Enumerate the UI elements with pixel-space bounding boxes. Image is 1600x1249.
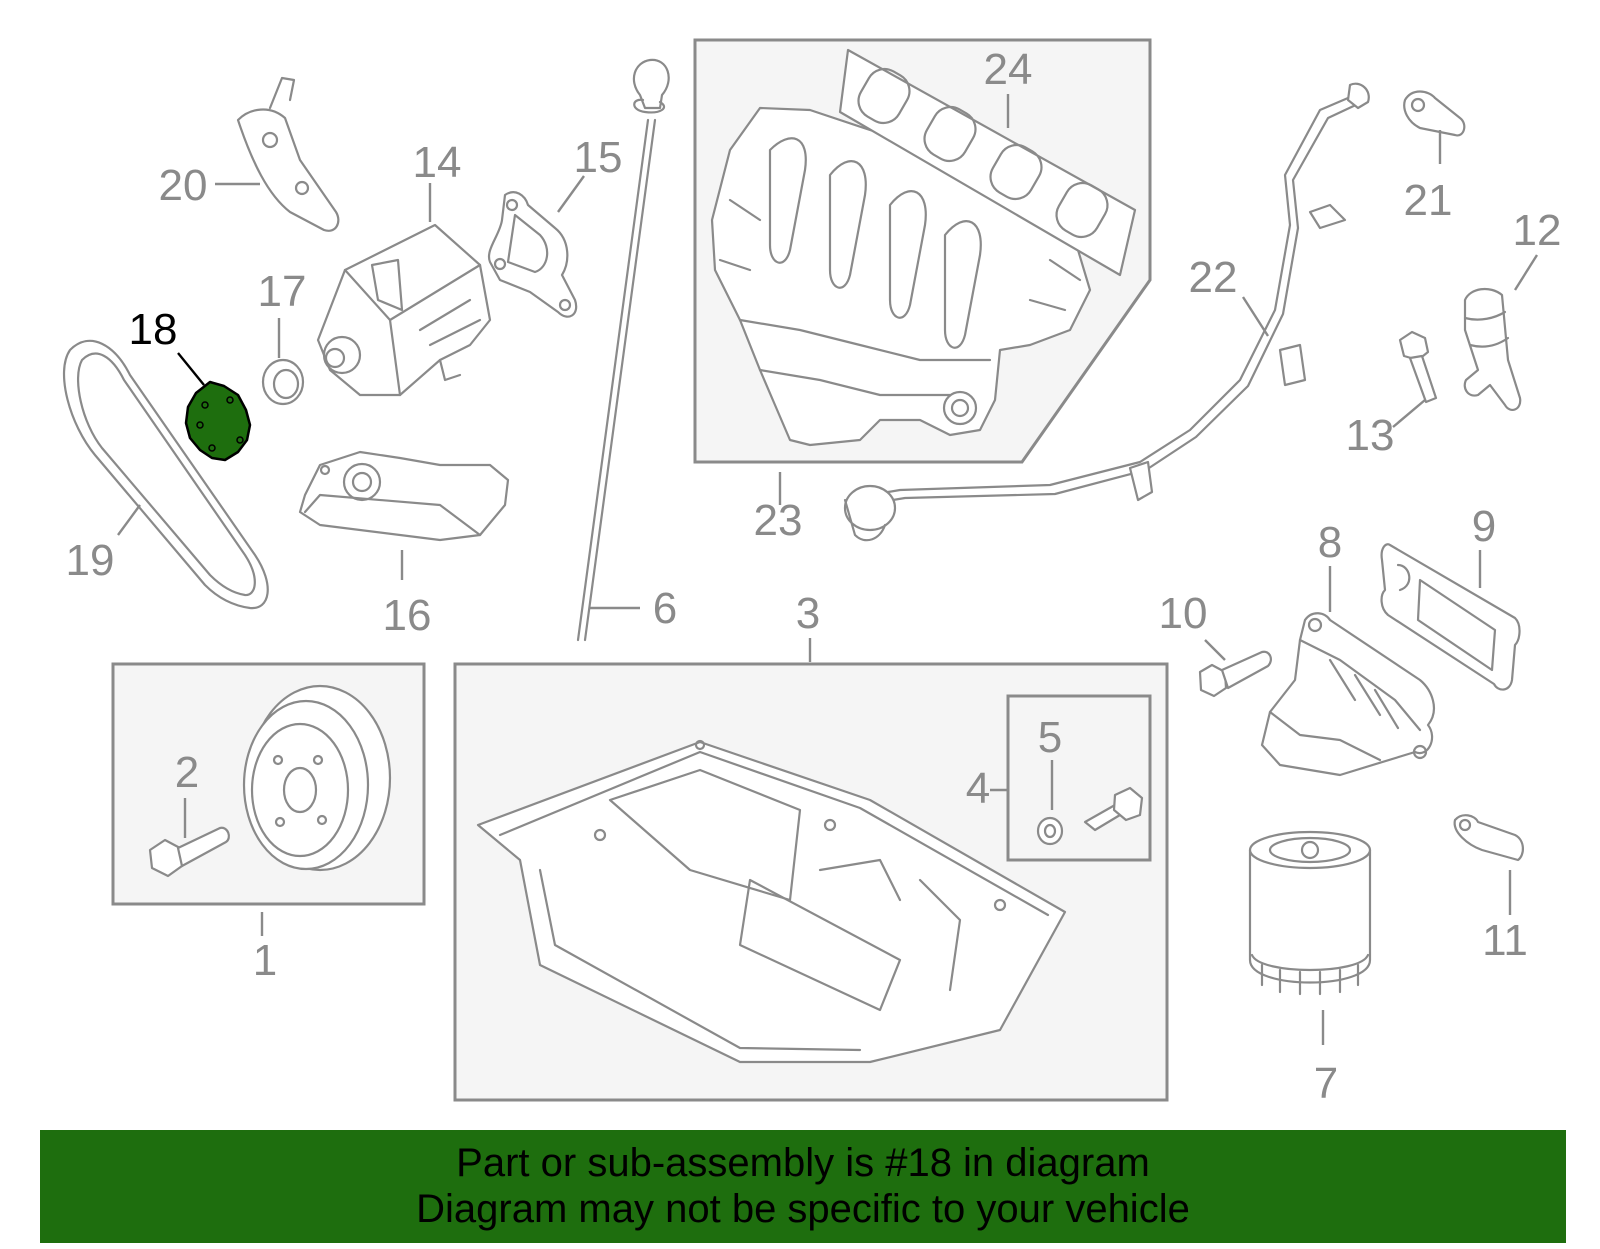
part-20-chain-guide: [236, 76, 340, 232]
part-15-gasket: [487, 191, 578, 318]
leader-lines: [117, 94, 1539, 1045]
callout-9: 9: [1472, 502, 1496, 551]
part-17-seal: [261, 358, 305, 406]
part-9-gasket: [1380, 543, 1521, 691]
banner-line-2: Diagram may not be specific to your vehi…: [416, 1187, 1190, 1231]
part-7-oil-filter: [1248, 830, 1372, 996]
banner-line-1: Part or sub-assembly is #18 in diagram: [456, 1141, 1150, 1185]
callout-1: 1: [253, 936, 277, 985]
part-14-oil-pump: [316, 223, 492, 397]
callout-22: 22: [1189, 253, 1238, 302]
callout-19: 19: [66, 536, 115, 585]
part-18-sprocket: [184, 380, 252, 462]
callout-2: 2: [175, 748, 199, 797]
group-box-4: [1006, 694, 1152, 862]
callout-8: 8: [1318, 518, 1342, 567]
part-4-drain-plug: [1083, 786, 1144, 832]
callout-24: 24: [984, 45, 1033, 94]
part-12-solenoid: [1463, 287, 1522, 411]
callout-20: 20: [159, 161, 208, 210]
callout-15: 15: [574, 133, 623, 182]
callout-5: 5: [1038, 713, 1062, 762]
part-3-oil-pan: [476, 739, 1067, 1064]
callout-21: 21: [1404, 176, 1453, 225]
callout-6: 6: [653, 584, 677, 633]
callout-10: 10: [1159, 589, 1208, 638]
callout-11: 11: [1482, 916, 1528, 965]
part-11-sensor: [1453, 814, 1524, 862]
callout-4: 4: [966, 764, 990, 813]
callout-23: 23: [754, 496, 803, 545]
part-22-tube: [843, 82, 1370, 542]
part-10-bolt: [1198, 650, 1272, 698]
part-5-washer: [1036, 816, 1064, 846]
part-13-bolt: [1398, 330, 1438, 404]
part-19-timing-chain: [62, 339, 269, 610]
part-8-filter-housing: [1260, 612, 1436, 777]
callout-12: 12: [1513, 206, 1562, 255]
callout-7: 7: [1314, 1059, 1338, 1108]
part-1-crank-pulley: [242, 684, 392, 872]
callout-3: 3: [796, 589, 820, 638]
part-16-oil-adapter: [298, 450, 510, 542]
callout-13: 13: [1346, 411, 1395, 460]
callout-14: 14: [413, 138, 462, 187]
info-banner: Part or sub-assembly is #18 in diagram D…: [40, 1130, 1566, 1243]
callout-16: 16: [383, 591, 432, 640]
part-21-sensor: [1403, 90, 1466, 137]
callout-17: 17: [258, 267, 307, 316]
callout-18: 18: [129, 305, 178, 354]
callout-numbers: 1 2 3 4 5 6 7 8 9 10 11 12 13 14 15 16 1…: [66, 45, 1562, 1108]
part-24-intake-gaskets: [838, 48, 1137, 277]
part-2-bolt: [148, 826, 230, 878]
part-6-dipstick: [576, 58, 670, 642]
